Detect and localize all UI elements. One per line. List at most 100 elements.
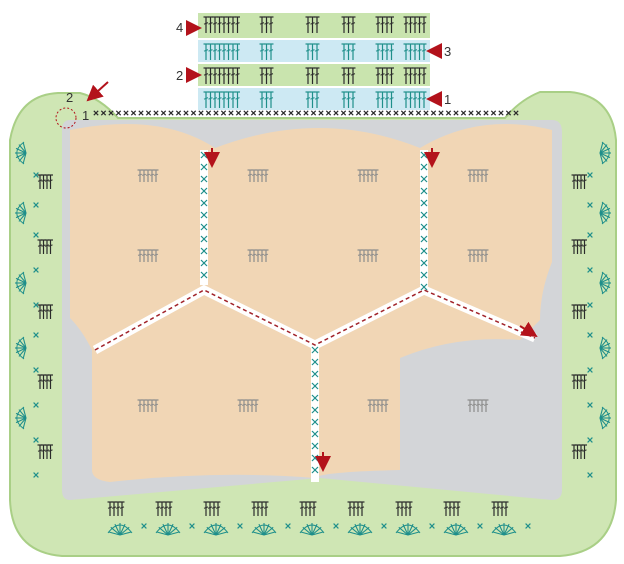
legend-stitch (305, 43, 311, 60)
legend-stitch (341, 67, 347, 84)
border-cross-stitch (303, 110, 309, 116)
border-cross-stitch (333, 523, 339, 529)
border-cross-stitch (587, 267, 593, 273)
hex-stitch (153, 249, 159, 262)
legend-stitch (203, 16, 209, 33)
hex-stitch (373, 249, 379, 262)
legend-stitch (310, 67, 315, 84)
legend-stitch (408, 16, 413, 33)
border-cross-stitch (587, 332, 593, 338)
legend-stitch (350, 67, 356, 84)
seam-cross-stitch (420, 199, 428, 207)
legend-stitch (221, 91, 227, 108)
border-treble (407, 501, 413, 516)
legend-stitch (314, 43, 320, 60)
legend-stitch (212, 43, 218, 60)
border-cross-stitch (258, 110, 264, 116)
border-cross-stitch (190, 110, 197, 116)
legend-stitch (421, 67, 427, 84)
legend-stitch (412, 16, 418, 33)
border-cross-stitch (280, 110, 287, 116)
hex-stitch (373, 169, 379, 182)
fan-motif-icon (15, 271, 27, 295)
border-cross-stitch (460, 110, 467, 116)
legend-stitch (421, 16, 427, 33)
legend-stitch (310, 16, 315, 33)
border-cross-stitch (587, 367, 593, 373)
border-cross-stitch (587, 302, 593, 308)
border-cross-stitch (123, 110, 129, 116)
border-cross-stitch (400, 110, 407, 116)
border-cross-stitch (33, 202, 39, 208)
border-cross-stitch (429, 523, 435, 529)
hex-stitch (483, 169, 489, 182)
legend-stitch (235, 43, 240, 60)
legend-stitch (259, 16, 265, 33)
seam-cross-stitch (311, 430, 319, 438)
border-cross-stitch (33, 367, 39, 373)
border-cross-stitch (138, 110, 144, 116)
legend-stitch (217, 16, 222, 33)
border-treble (582, 374, 587, 389)
seam-cross-stitch (420, 211, 428, 219)
border-treble (582, 174, 587, 189)
border-cross-stitch (285, 523, 291, 529)
legend-stitch (412, 43, 418, 60)
fan-motif-icon (299, 523, 325, 536)
legend-stitch (264, 91, 269, 108)
legend-stitch (341, 16, 347, 33)
fan-motif-icon (599, 336, 611, 360)
border-cross-stitch (235, 110, 242, 116)
legend-stitch (310, 91, 315, 108)
legend-stitch (389, 16, 394, 33)
legend: 4 3 2 1 (176, 13, 451, 110)
border-treble (311, 501, 317, 516)
legend-stitch (389, 43, 394, 60)
border-cross-stitch (525, 523, 531, 529)
legend-stitch (384, 91, 390, 108)
legend-stitch (212, 16, 218, 33)
fan-motif-icon (15, 141, 27, 165)
legend-stitch (375, 16, 381, 33)
fan-motif-icon (15, 336, 27, 360)
legend-stitch (217, 67, 222, 84)
border-cross-stitch (243, 110, 249, 116)
legend-stitch (403, 67, 409, 84)
hex-stitch (153, 169, 159, 182)
fan-motif-icon (15, 201, 27, 225)
seam-cross-stitch (420, 259, 428, 267)
border-cross-stitch (198, 110, 204, 116)
border-treble (48, 174, 53, 189)
border-cross-stitch (587, 232, 593, 238)
border-cross-stitch (498, 110, 504, 116)
seam-cross-stitch (200, 247, 208, 255)
legend-stitch (417, 43, 422, 60)
border-cross-stitch (145, 110, 152, 116)
border-treble (48, 304, 53, 319)
legend-stitch (259, 67, 265, 84)
seam-cross-stitch (200, 223, 208, 231)
legend-row-2-strip (198, 64, 430, 86)
hex-stitch (483, 249, 489, 262)
border-cross-stitch (363, 110, 369, 116)
fan-motif-icon (251, 523, 277, 536)
fan-motif-icon (599, 141, 611, 165)
border-cross-stitch (325, 110, 332, 116)
legend-stitch (417, 91, 422, 108)
border-cross-stitch (189, 523, 195, 529)
legend-row-1-strip (198, 88, 430, 110)
legend-stitch (384, 67, 390, 84)
legend-stitch (305, 16, 311, 33)
border-cross-stitch (108, 110, 114, 116)
legend-stitch (221, 16, 227, 33)
legend-stitch (268, 43, 274, 60)
hex-stitch (263, 249, 269, 262)
legend-stitch (421, 43, 427, 60)
fan-motif-icon (599, 406, 611, 430)
legend-stitch (403, 91, 409, 108)
legend-stitch (203, 67, 209, 84)
legend-stitch (221, 43, 227, 60)
legend-stitch (226, 91, 231, 108)
legend-stitch (259, 91, 265, 108)
